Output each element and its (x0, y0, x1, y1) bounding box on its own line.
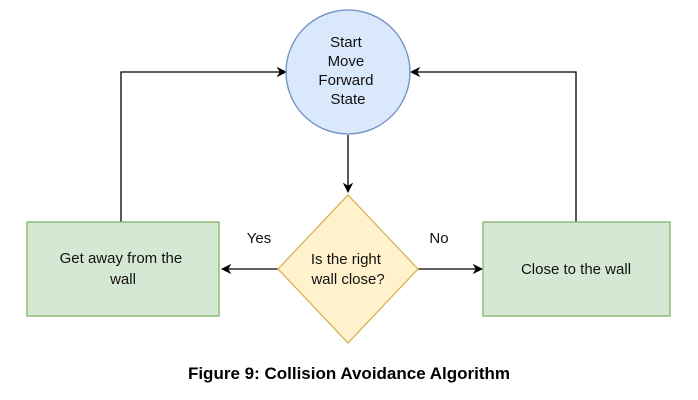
start-state-node (285, 9, 411, 135)
get-away-label: Get away from the wall (60, 250, 187, 288)
close-to-wall-node (482, 221, 671, 317)
no-edge-label: No (429, 230, 448, 247)
start-state-label: Start Move Forward State (318, 34, 377, 108)
get-away-node (26, 221, 220, 317)
figure-caption: Figure 9: Collision Avoidance Algorithm (187, 364, 511, 383)
decision-node (277, 194, 419, 344)
decision-label: Is the right wall close? (310, 251, 385, 288)
yes-edge-label: Yes (247, 230, 271, 247)
edge-no-back-to-start (409, 66, 577, 222)
close-to-wall-label: Close to the wall (521, 261, 631, 278)
edge-yes-back-to-start (120, 66, 288, 222)
